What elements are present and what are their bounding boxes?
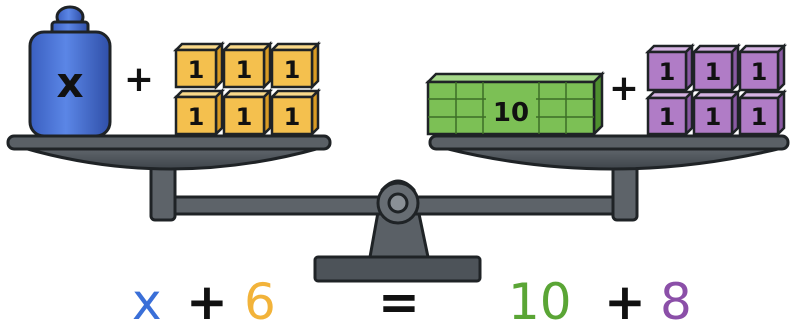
cube-label: 1 (188, 103, 205, 131)
cube-label: 1 (659, 103, 676, 131)
left-plus-sign: + (124, 59, 154, 100)
purple-cube: 1 (644, 88, 696, 138)
cube-label: 1 (705, 58, 722, 86)
ten-rod-label: 10 (493, 98, 529, 128)
cube-label: 1 (659, 58, 676, 86)
purple-unit-cubes: 1 1 1 1 1 1 (644, 42, 788, 138)
equation-variable: x (132, 273, 162, 331)
cube-label: 1 (705, 103, 722, 131)
left-pan (6, 134, 332, 171)
scale-pivot-hub (376, 181, 420, 225)
yellow-cube: 1 (220, 87, 274, 138)
equation-term-10: 10 (508, 273, 572, 331)
cube-label: 1 (188, 56, 205, 84)
weight-label: x (56, 58, 83, 107)
purple-cube: 1 (736, 88, 788, 138)
equation-term-6: 6 (244, 273, 276, 331)
equation-plus-1: + (186, 273, 228, 331)
yellow-cube: 1 (220, 40, 274, 91)
unknown-x-weight: x (28, 5, 112, 138)
cube-label: 1 (284, 56, 301, 84)
equation-term-8: 8 (660, 273, 692, 331)
equation-equals: = (378, 273, 420, 331)
right-pan (428, 134, 790, 171)
green-ten-rod: 10 (424, 70, 606, 138)
yellow-cube: 1 (268, 87, 322, 138)
purple-cube: 1 (690, 42, 742, 94)
cube-label: 1 (236, 103, 253, 131)
yellow-cube: 1 (268, 40, 322, 91)
cube-label: 1 (751, 58, 768, 86)
left-post (149, 162, 177, 222)
cube-label: 1 (284, 103, 301, 131)
right-plus-sign: + (609, 68, 639, 109)
purple-cube: 1 (644, 42, 696, 94)
yellow-cube: 1 (172, 40, 226, 91)
yellow-cube: 1 (172, 87, 226, 138)
equation-plus-2: + (604, 273, 646, 331)
right-post (611, 162, 639, 222)
cube-label: 1 (751, 103, 768, 131)
purple-cube: 1 (736, 42, 788, 94)
yellow-unit-cubes: 1 1 1 1 1 1 (172, 40, 322, 138)
purple-cube: 1 (690, 88, 742, 138)
cube-label: 1 (236, 56, 253, 84)
